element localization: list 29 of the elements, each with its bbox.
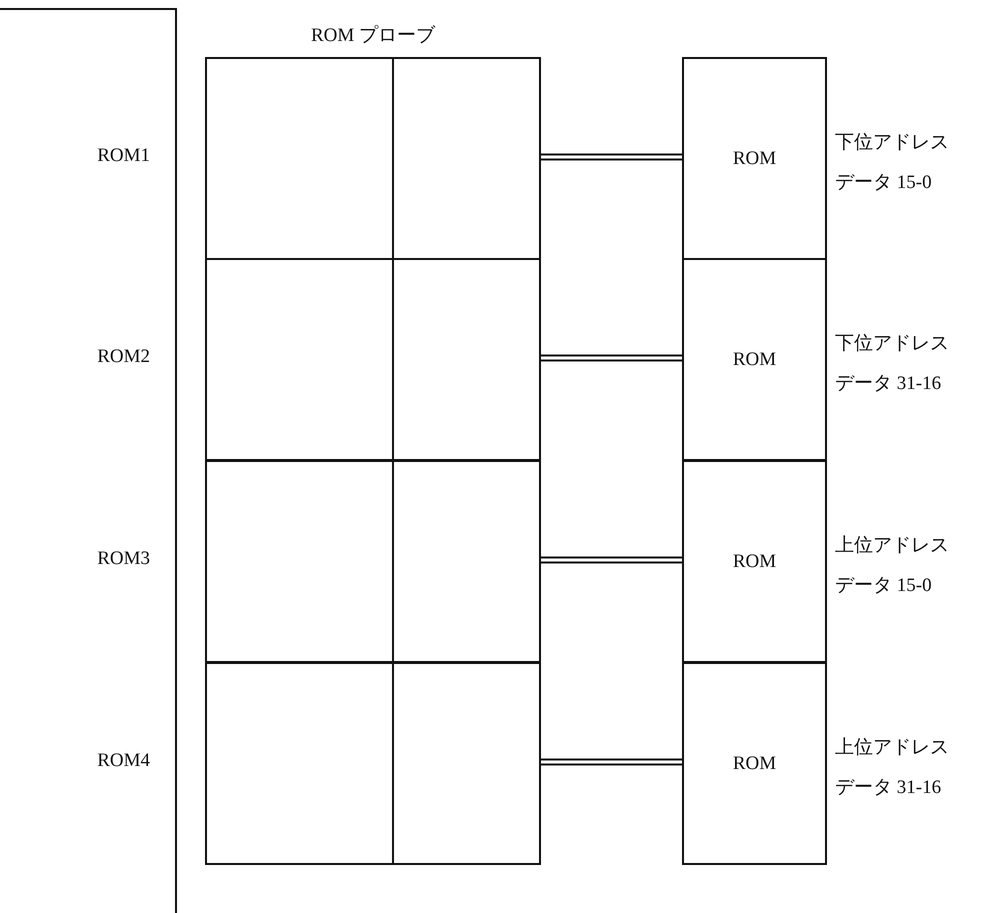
rom-caption: 上位アドレス xyxy=(835,736,949,760)
probe-heading: ROM プローブ xyxy=(310,24,436,48)
rom-caption: データ 15-0 xyxy=(835,574,932,598)
probe-cell xyxy=(205,57,394,260)
rom-caption: データ 15-0 xyxy=(835,171,932,195)
slot-label: ROM4 xyxy=(97,750,150,772)
rom-caption: 上位アドレス xyxy=(835,534,949,558)
probe-cell xyxy=(392,662,541,865)
rom-box: ROM xyxy=(682,258,827,461)
probe-cell xyxy=(392,460,541,663)
double-line-connector xyxy=(540,758,683,766)
rom-caption: データ 31-16 xyxy=(835,776,942,800)
rom-box: ROM xyxy=(682,662,827,865)
double-line-connector xyxy=(540,556,683,564)
rom-box: ROM xyxy=(682,57,827,260)
probe-cell xyxy=(392,57,541,260)
slot-label: ROM1 xyxy=(97,145,150,167)
rom-caption: 下位アドレス xyxy=(835,131,949,155)
probe-cell xyxy=(205,662,394,865)
probe-cell xyxy=(205,460,394,663)
rom-caption: 下位アドレス xyxy=(835,332,949,356)
double-line-connector xyxy=(540,154,683,160)
double-line-connector xyxy=(540,354,683,362)
slot-label: ROM3 xyxy=(97,548,150,570)
slot-label: ROM2 xyxy=(97,346,150,368)
probe-cell xyxy=(205,258,394,461)
probe-cell xyxy=(392,258,541,461)
rom-box: ROM xyxy=(682,460,827,663)
rom-caption: データ 31-16 xyxy=(835,372,942,396)
